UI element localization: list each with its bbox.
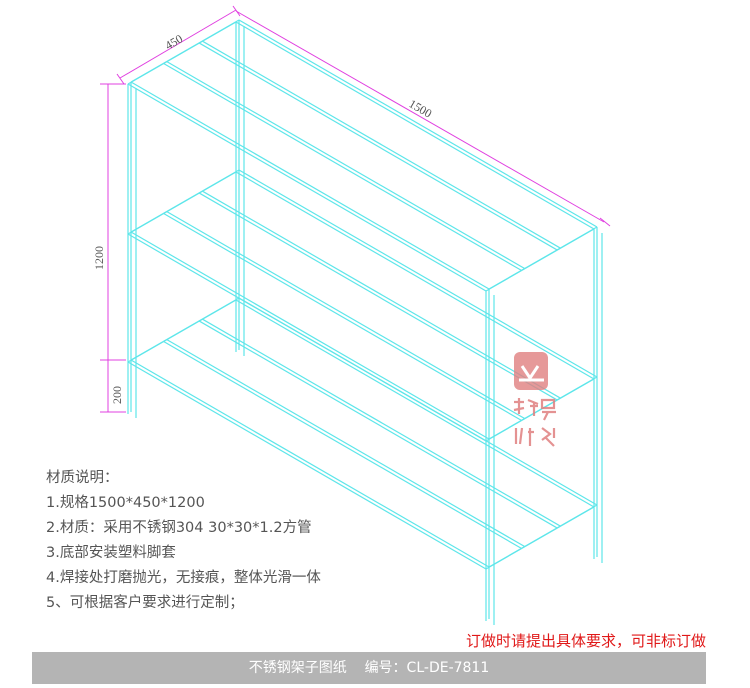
shelf-front-rail-36 [127, 361, 487, 570]
shelf-side-rail-19 [488, 226, 598, 290]
shelf-front-rail-37 [130, 359, 490, 568]
shelf-slat-32 [163, 213, 522, 422]
footer-bar: 不锈钢架子图纸 编号：CL-DE-7811 [32, 652, 706, 684]
shelf-back-rail-26 [235, 171, 595, 380]
shelf-front-rail-25 [130, 231, 490, 440]
shelf-front-rail-12 [127, 83, 487, 292]
shelf-slat-34 [198, 192, 558, 401]
footer-code: 编号：CL-DE-7811 [364, 660, 490, 676]
dim-bottom-label: 200 [110, 386, 124, 404]
dim-height-label: 1200 [92, 246, 106, 270]
dimension-lines [100, 5, 611, 413]
material-notes: 材质说明： 1.规格1500*450*1200 2.材质：采用不锈钢304 30… [46, 466, 321, 616]
shelf-side-rail-29 [130, 169, 240, 233]
shelf-slat-35 [201, 190, 561, 399]
shelf-back-rail-39 [238, 297, 598, 506]
notes-item-3: 3.底部安装塑料脚套 [46, 545, 176, 561]
footer-title: 不锈钢架子图纸 [248, 660, 347, 676]
dim-depth-label: 450 [163, 31, 186, 52]
shelf-slat-46 [198, 320, 558, 529]
shelf-slat-23 [201, 40, 561, 249]
shelf-side-rail-17 [130, 19, 240, 83]
shelf-side-rail-41 [130, 297, 240, 361]
shelf-side-rail-43 [488, 504, 598, 568]
notes-item-4: 4.焊接处打磨抛光，无接痕，整体光滑一体 [46, 570, 321, 586]
shelf-back-rail-38 [235, 299, 595, 508]
shelf-slat-21 [166, 61, 525, 270]
custom-order-notice: 订做时请提出具体要求，可非标订做 [465, 632, 706, 650]
shelf-slat-45 [166, 339, 525, 548]
notes-heading: 材质说明： [46, 470, 119, 486]
shelf-front-rail-13 [130, 81, 490, 290]
notes-item-5: 5、可根据客户要求进行定制； [46, 595, 244, 611]
shelf-back-rail-27 [238, 169, 598, 378]
shelf-slat-33 [166, 211, 525, 420]
notes-item-1: 1.规格1500*450*1200 [46, 495, 205, 511]
shelf-slat-20 [163, 63, 522, 272]
shelf-slat-44 [163, 341, 522, 550]
shelf-back-rail-14 [235, 21, 595, 230]
shelf-frame [127, 19, 603, 625]
notes-item-2: 2.材质：采用不锈钢304 30*30*1.2方管 [46, 520, 312, 536]
shelf-slat-47 [201, 318, 561, 527]
shelf-back-rail-15 [238, 19, 598, 228]
seal-stamp [510, 348, 562, 460]
shelf-slat-22 [198, 42, 558, 251]
